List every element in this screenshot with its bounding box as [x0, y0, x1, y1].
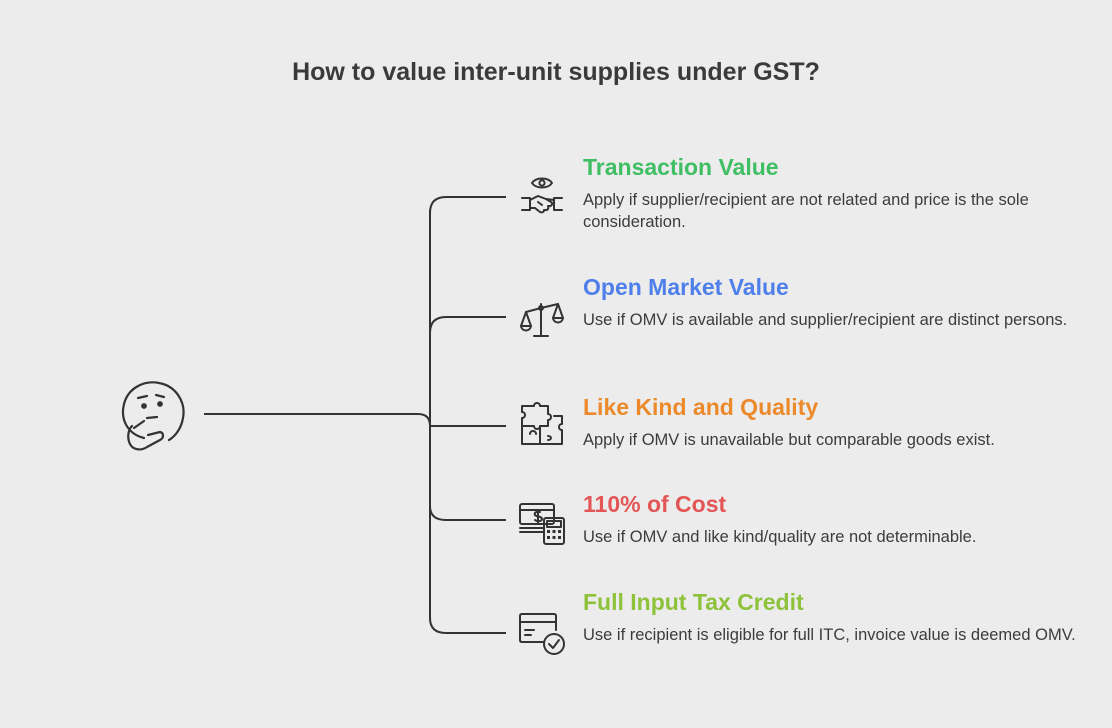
page-title: How to value inter-unit supplies under G…: [292, 58, 820, 86]
item-description: Use if OMV is available and supplier/rec…: [583, 311, 1068, 329]
item-transaction-value: Transaction Value Apply if supplier/reci…: [583, 153, 1083, 233]
branch-line: [429, 505, 506, 521]
thinking-face-icon: [114, 374, 192, 458]
branch-line: [429, 617, 506, 634]
branch-line: [429, 196, 506, 214]
money-calculator-icon: [518, 498, 566, 546]
item-heading: Like Kind and Quality: [583, 394, 819, 420]
handshake-eye-icon: [518, 172, 566, 220]
item-heading: 110% of Cost: [583, 491, 727, 517]
item-open-market-value: Open Market Value Use if OMV is availabl…: [583, 273, 1083, 331]
item-heading: Full Input Tax Credit: [583, 589, 804, 615]
item-description: Apply if OMV is unavailable but comparab…: [583, 431, 995, 449]
item-like-kind-quality: Like Kind and Quality Apply if OMV is un…: [583, 393, 1083, 451]
branch-line: [417, 413, 506, 427]
item-heading: Transaction Value: [583, 154, 779, 180]
item-full-input-tax-credit: Full Input Tax Credit Use if recipient i…: [583, 588, 1083, 646]
item-description: Use if recipient is eligible for full IT…: [583, 626, 1076, 644]
item-cost-plus: 110% of Cost Use if OMV and like kind/qu…: [583, 490, 1083, 548]
balance-scale-icon: [518, 296, 566, 344]
card-check-icon: [518, 608, 566, 656]
item-heading: Open Market Value: [583, 274, 789, 300]
item-description: Apply if supplier/recipient are not rela…: [583, 191, 1029, 231]
branch-line: [429, 316, 506, 334]
item-description: Use if OMV and like kind/quality are not…: [583, 528, 977, 546]
puzzle-icon: [518, 400, 566, 448]
